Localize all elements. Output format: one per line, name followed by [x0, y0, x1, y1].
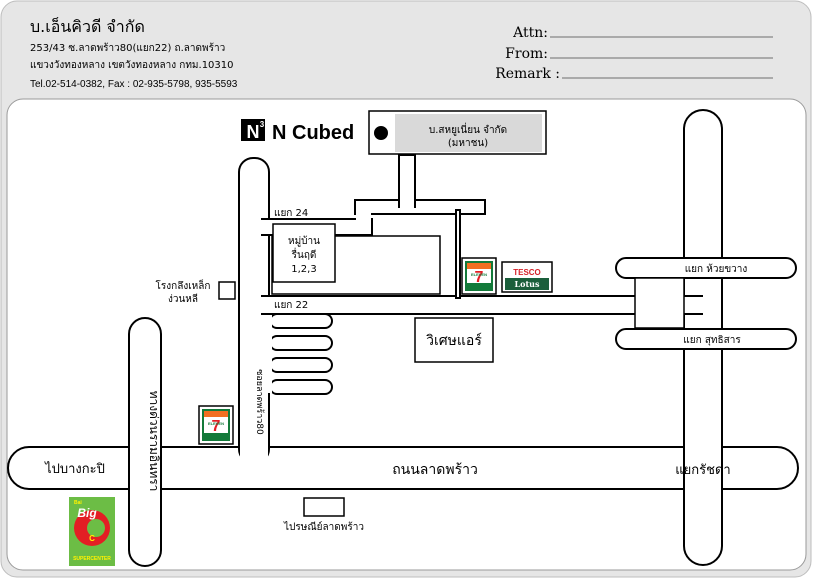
attn-label: Attn:	[512, 25, 548, 41]
seven-eleven-1-number: 7	[475, 269, 484, 286]
foundry-line1: โรงกลึงเหล็ก	[156, 278, 211, 292]
seven-eleven-2-word: ELEVEN	[208, 421, 224, 426]
expressway-label: ทางด่วนรามอินทรา	[147, 391, 161, 492]
building-subname: (มหาชน)	[448, 138, 488, 149]
ratchada-label: แยกรัชดา	[675, 463, 730, 478]
foundry-box	[218, 281, 236, 300]
wiset-air-label: วิเศษแอร์	[426, 332, 482, 349]
village-line3: 1,2,3	[291, 264, 316, 275]
foundry-line2: ง่วนหลี	[168, 293, 198, 305]
village-line2: รื่นฤดี	[291, 247, 316, 261]
side-lane	[455, 209, 461, 299]
n-cubed-logo-letter: N	[247, 122, 260, 142]
building-access-road	[398, 154, 416, 208]
small-soi-1	[269, 313, 333, 329]
tesco-lotus-logo: TESCO Lotus	[501, 261, 553, 293]
contact-line: Tel.02-514-0382, Fax : 02-935-5798, 935-…	[30, 79, 238, 90]
n-cubed-logo-superscript: 3	[260, 120, 265, 129]
seven-eleven-logo-1: 7 ELEVEN	[461, 257, 497, 295]
soi-24-label: แยก 24	[274, 208, 308, 219]
post-office-box	[303, 497, 345, 517]
village-box	[272, 223, 336, 283]
from-label: From:	[505, 46, 548, 62]
lotus-label: Lotus	[515, 279, 540, 289]
sutthisan-label: แยก สุทธิสาร	[683, 335, 741, 346]
small-soi-4	[269, 379, 333, 395]
big-c-logo: Bai Big C SUPERCENTER	[69, 497, 115, 566]
wiset-air-box	[414, 317, 494, 363]
big-c-footer: SUPERCENTER	[73, 556, 111, 562]
company-name: บ.เอ็นคิวดี จำกัด	[30, 16, 145, 36]
address-line-1: 253/43 ซ.ลาดพร้าว80(แยก22) ถ.ลาดพร้าว	[30, 42, 225, 54]
building-name: บ.สหยูเนี่ยน จำกัด	[429, 122, 507, 136]
soi-24-connector	[354, 199, 486, 215]
seven-eleven-1-word: ELEVEN	[471, 272, 487, 277]
n-cubed-name: N Cubed	[272, 122, 354, 144]
n-cubed-logo: N 3 N Cubed	[241, 119, 354, 144]
post-office-label: ไปรษณีย์ลาดพร้าว	[283, 521, 364, 533]
seven-eleven-2-number: 7	[212, 418, 221, 435]
bang-kapi-label: ไปบางกะปิ	[44, 461, 105, 477]
block-outline	[271, 235, 441, 295]
lat-phrao-label: ถนนลาดพร้าว	[392, 462, 478, 478]
seven-eleven-logo-2: 7 ELEVEN	[198, 405, 234, 445]
big-c-small: Bai	[74, 500, 82, 506]
address-line-2: แขวงวังทองหลาง เขตวังทองหลาง กทม.10310	[30, 60, 234, 71]
roads	[7, 109, 799, 567]
location-marker	[374, 126, 388, 140]
soi-80-label: ซอยลาดพร้าว80	[254, 369, 265, 435]
huai-khwang-label: แยก ห้วยขวาง	[685, 263, 748, 275]
big-c-letter: C	[89, 534, 95, 543]
small-soi-3	[269, 357, 333, 373]
n-cubed-logo-mark	[241, 119, 265, 141]
ram-inthra-expressway	[128, 317, 162, 567]
small-soi-2	[269, 335, 333, 351]
village-line1: หมู่บ้าน	[288, 235, 320, 247]
tesco-label: TESCO	[513, 268, 541, 277]
building-fill	[395, 114, 542, 152]
big-c-big: Big	[77, 506, 97, 520]
remark-label: Remark :	[495, 66, 560, 82]
junction-block	[634, 277, 685, 329]
lat-phrao-road	[7, 446, 799, 490]
soi-22-label: แยก 22	[274, 300, 308, 311]
